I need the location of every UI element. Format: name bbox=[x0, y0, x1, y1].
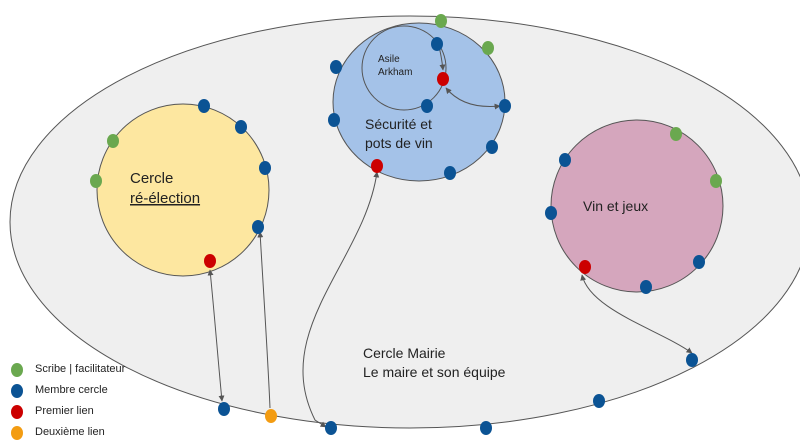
member-dot bbox=[545, 206, 557, 220]
first-link-dot bbox=[437, 72, 449, 86]
member-dot bbox=[198, 99, 210, 113]
member-swatch-icon bbox=[11, 384, 23, 398]
member-dot bbox=[499, 99, 511, 113]
label-wine: Vin et jeux bbox=[583, 198, 648, 214]
label-asile-line2: Arkham bbox=[378, 67, 412, 78]
label-reelection-line2: ré-élection bbox=[130, 190, 200, 207]
member-dot bbox=[444, 166, 456, 180]
label-asile-line1: Asile bbox=[378, 54, 400, 65]
legend-label: Membre cercle bbox=[35, 384, 108, 396]
legend: Scribe | facilitateur Membre cercle Prem… bbox=[8, 360, 178, 444]
member-dot bbox=[486, 140, 498, 154]
second-link-dot bbox=[265, 409, 277, 423]
label-mairie-line1: Cercle Mairie bbox=[363, 345, 446, 361]
member-dot bbox=[328, 113, 340, 127]
member-dot bbox=[593, 394, 605, 408]
member-dot bbox=[640, 280, 652, 294]
legend-item-second-link: Deuxième lien bbox=[8, 423, 178, 444]
scribe-dot bbox=[435, 14, 447, 28]
legend-label: Scribe | facilitateur bbox=[35, 363, 126, 375]
member-dot bbox=[480, 421, 492, 435]
member-dot bbox=[693, 255, 705, 269]
member-dots bbox=[90, 14, 722, 435]
link-reelection-second bbox=[257, 231, 271, 409]
links bbox=[207, 41, 693, 428]
member-dot bbox=[218, 402, 230, 416]
link-security-first bbox=[302, 171, 380, 428]
label-reelection-line1: Cercle bbox=[130, 170, 173, 187]
first-link-dot bbox=[579, 260, 591, 274]
scribe-dot bbox=[710, 174, 722, 188]
scribe-dot bbox=[670, 127, 682, 141]
link-reelection-first bbox=[207, 269, 225, 402]
member-dot bbox=[431, 37, 443, 51]
member-dot bbox=[235, 120, 247, 134]
legend-item-first-link: Premier lien bbox=[8, 402, 178, 423]
legend-item-scribe: Scribe | facilitateur bbox=[8, 360, 178, 381]
member-dot bbox=[559, 153, 571, 167]
member-dot bbox=[330, 60, 342, 74]
label-mairie-line2: Le maire et son équipe bbox=[363, 364, 506, 380]
member-dot bbox=[252, 220, 264, 234]
member-dot bbox=[325, 421, 337, 435]
first-link-swatch-icon bbox=[11, 405, 23, 419]
link-wine-first bbox=[580, 274, 693, 354]
member-dot bbox=[259, 161, 271, 175]
legend-item-member: Membre cercle bbox=[8, 381, 178, 402]
member-dot bbox=[686, 353, 698, 367]
circle-asile bbox=[361, 25, 447, 111]
label-security-line2: pots de vin bbox=[365, 135, 433, 151]
scribe-dot bbox=[90, 174, 102, 188]
first-link-dot bbox=[371, 159, 383, 173]
legend-label: Deuxième lien bbox=[35, 426, 105, 438]
scribe-dot bbox=[482, 41, 494, 55]
circle-reelection bbox=[96, 103, 270, 277]
second-link-swatch-icon bbox=[11, 426, 23, 440]
link-asile-member bbox=[445, 87, 501, 110]
first-link-dot bbox=[204, 254, 216, 268]
circle-security bbox=[332, 22, 506, 182]
member-dot bbox=[421, 99, 433, 113]
scribe-swatch-icon bbox=[11, 363, 23, 377]
scribe-dot bbox=[107, 134, 119, 148]
label-security-line1: Sécurité et bbox=[365, 116, 432, 132]
legend-label: Premier lien bbox=[35, 405, 94, 417]
